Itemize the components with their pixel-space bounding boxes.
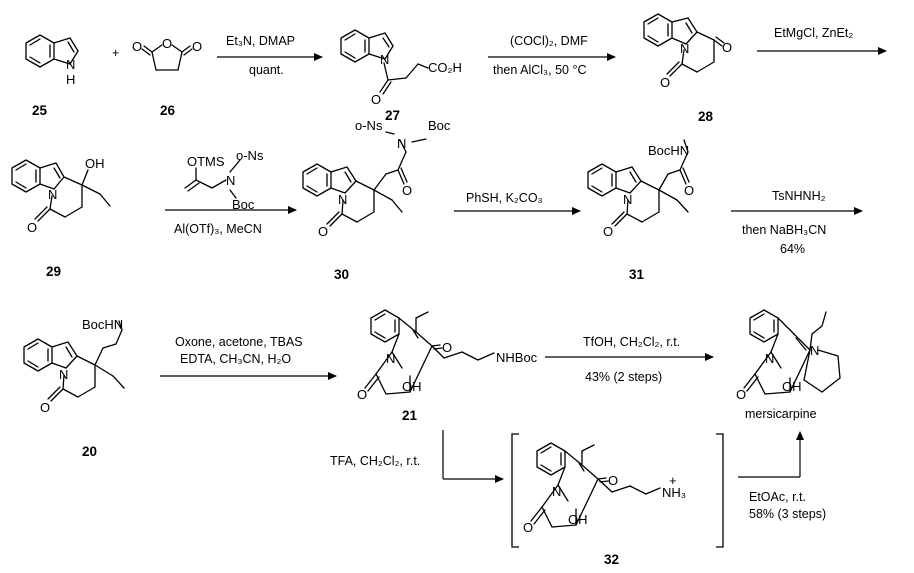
o-atom: O — [357, 387, 367, 402]
n-atom: N — [386, 351, 395, 366]
otms-group: OTMS — [187, 154, 225, 169]
o-atom: O — [162, 36, 172, 51]
o-atom: O — [736, 387, 746, 402]
yield-step-1: quant. — [249, 63, 284, 77]
compound-label-21: 21 — [402, 408, 418, 423]
nh3-group: NH₃ — [662, 485, 686, 500]
n-atom: N — [552, 484, 561, 499]
o-atom: O — [722, 40, 732, 55]
n-atom: N — [765, 351, 774, 366]
n-atom: N — [338, 192, 347, 207]
plus-sign: + — [112, 46, 119, 60]
n-atom: N — [397, 136, 406, 151]
reaction-arrow-10 — [738, 431, 804, 478]
yield-step-10: 58% (3 steps) — [749, 507, 826, 521]
co2h-group: CO₂H — [428, 60, 462, 75]
conditions-step-6: TsNHNH₂ — [772, 189, 826, 203]
o-atom: O — [523, 520, 533, 535]
n-atom: N — [226, 173, 235, 188]
o-atom: O — [192, 39, 202, 54]
o-atom: O — [402, 183, 412, 198]
o-atom: O — [684, 183, 694, 198]
o-atom: O — [608, 473, 618, 488]
o-atom: O — [318, 224, 328, 239]
compound-label-30: 30 — [334, 267, 349, 282]
compound-29-structure: N OH O — [11, 156, 111, 235]
positive-charge: + — [669, 473, 677, 488]
reaction-arrow-9 — [442, 430, 504, 483]
compound-32-structure: N O O OH NH₃ + — [523, 442, 686, 535]
boc-group: Boc — [428, 118, 451, 133]
n-atom: N — [59, 367, 68, 382]
n-atom: N — [810, 343, 819, 358]
n-atom: N — [680, 41, 689, 56]
o-atom: O — [27, 220, 37, 235]
conditions-step-1: Et₃N, DMAP — [226, 34, 295, 48]
compound-label-27: 27 — [385, 108, 400, 123]
compound-label-31: 31 — [629, 267, 645, 282]
compound-label-32: 32 — [604, 552, 619, 567]
conditions-step-2: (COCl)₂, DMF — [510, 34, 588, 48]
conditions-step-4: Al(OTf)₃, MeCN — [174, 222, 262, 236]
compound-25-structure: N H — [25, 34, 79, 87]
n-atom: N — [66, 57, 75, 72]
conditions-step-6-mid: then NaBH₃CN — [742, 223, 826, 237]
conditions-step-9: TFA, CH₂Cl₂, r.t. — [330, 454, 420, 468]
compound-label-20: 20 — [82, 444, 97, 459]
conditions-step-7-bottom: EDTA, CH₃CN, H₂O — [180, 352, 291, 366]
conditions-step-10: EtOAc, r.t. — [749, 490, 806, 504]
oh-group: OH — [85, 156, 105, 171]
compound-label-mersicarpine: mersicarpine — [745, 407, 817, 421]
o-atom: O — [132, 39, 142, 54]
o-atom: O — [660, 75, 670, 90]
o-atom: O — [442, 340, 452, 355]
ons-group: o-Ns — [236, 148, 264, 163]
n-atom: N — [48, 187, 57, 202]
silyl-enol-ether-reagent: OTMS N o-Ns Boc — [184, 148, 264, 212]
conditions-step-2-bottom: then AlCl₃, 50 °C — [493, 63, 586, 77]
compound-26-structure: O O O — [132, 36, 202, 71]
compound-label-28: 28 — [698, 109, 714, 124]
nhboc-group: NHBoc — [496, 350, 538, 365]
compound-label-29: 29 — [46, 264, 61, 279]
o-atom: O — [603, 224, 613, 239]
compound-27-structure: N O CO₂H — [340, 29, 462, 107]
oh-group: OH — [568, 512, 588, 527]
ons-group: o-Ns — [355, 118, 383, 133]
compound-30-structure: N O O N o-Ns Boc — [302, 118, 451, 239]
yield-step-8: 43% (2 steps) — [585, 370, 662, 384]
compound-20-structure: N O BocHN — [23, 317, 125, 415]
h-atom: H — [66, 72, 75, 87]
compound-label-26: 26 — [160, 103, 176, 118]
oh-group: OH — [782, 379, 802, 394]
conditions-step-3: EtMgCl, ZnEt₂ — [774, 26, 853, 40]
n-atom: N — [623, 192, 632, 207]
oh-group: OH — [402, 379, 422, 394]
bracket-left — [511, 433, 519, 548]
o-atom: O — [371, 92, 381, 107]
n-atom: N — [380, 52, 389, 67]
o-atom: O — [40, 400, 50, 415]
compound-28-structure: N O O — [643, 13, 732, 90]
yield-step-6: 64% — [780, 242, 805, 256]
compound-31-structure: N O O BocHN — [587, 139, 694, 239]
mersicarpine-structure: N N O OH — [736, 309, 841, 402]
bochn-group: BocHN — [648, 143, 689, 158]
conditions-step-7: Oxone, acetone, TBAS — [175, 335, 303, 349]
boc-group: Boc — [232, 197, 255, 212]
compound-21-structure: N O O OH NHBoc — [357, 309, 538, 402]
bracket-right — [716, 433, 724, 548]
compound-label-25: 25 — [32, 103, 48, 118]
conditions-step-8: TfOH, CH₂Cl₂, r.t. — [583, 335, 680, 349]
bochn-group: BocHN — [82, 317, 123, 332]
conditions-step-5: PhSH, K₂CO₃ — [466, 191, 543, 205]
